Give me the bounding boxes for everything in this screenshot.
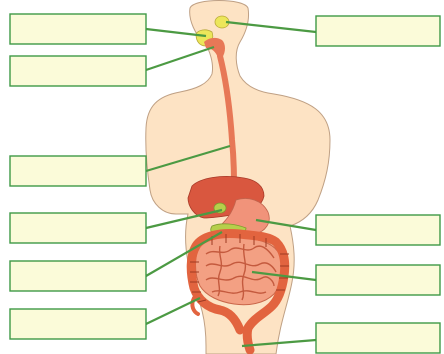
leader-line-left-6: [146, 298, 200, 324]
label-box-right-3[interactable]: [316, 265, 440, 295]
label-box-right-2[interactable]: [316, 215, 440, 245]
label-box-left-3[interactable]: [10, 156, 146, 186]
label-box-left-6[interactable]: [10, 309, 146, 339]
label-box-left-5[interactable]: [10, 261, 146, 291]
label-box-right-4[interactable]: [316, 323, 440, 353]
small-intestine: [196, 237, 283, 305]
label-box-left-4[interactable]: [10, 213, 146, 243]
label-box-left-2[interactable]: [10, 56, 146, 86]
label-box-left-1[interactable]: [10, 14, 146, 44]
leader-line-left-2: [146, 47, 214, 70]
label-box-right-1[interactable]: [316, 16, 440, 46]
